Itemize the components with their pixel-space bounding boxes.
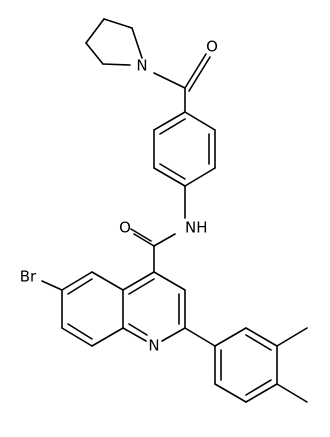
- bond: [128, 323, 148, 336]
- benzene-ring-upper: [153, 111, 216, 219]
- methyl-bond: [276, 383, 308, 403]
- bond: [245, 334, 272, 351]
- methyl-bond: [276, 327, 308, 347]
- quinoline-nitrogen-label: N: [148, 337, 159, 355]
- bond: [85, 42, 104, 65]
- bond: [122, 271, 155, 291]
- pyrrolidine-ring: [85, 18, 143, 66]
- pyrrolidine-nitrogen-label: N: [136, 57, 147, 75]
- dimethylphenyl-ring: [184, 327, 308, 403]
- bond: [153, 233, 176, 247]
- bond: [159, 163, 186, 180]
- bond: [67, 278, 93, 295]
- bond: [102, 63, 131, 66]
- amide-linkage: [130, 228, 176, 273]
- bromine-label: Br: [20, 268, 37, 286]
- bond: [153, 111, 186, 131]
- bond: [153, 271, 186, 291]
- bond: [184, 167, 216, 187]
- bond: [103, 18, 133, 29]
- bond: [67, 323, 93, 340]
- bond: [133, 233, 155, 247]
- bond: [161, 327, 186, 342]
- bond: [159, 118, 186, 135]
- bond: [245, 379, 272, 396]
- bond: [245, 383, 278, 403]
- quinoline-benzo-ring: [41, 271, 124, 347]
- bond: [91, 271, 124, 291]
- bond: [41, 280, 63, 291]
- bond: [91, 327, 124, 347]
- quinoline-pyridine-ring: [122, 271, 186, 342]
- amide-oxygen-label: O: [119, 219, 131, 237]
- ketone-oxygen-label: O: [206, 38, 218, 56]
- bond: [184, 327, 216, 347]
- bond: [131, 27, 143, 59]
- bond: [214, 327, 247, 347]
- bond: [153, 72, 186, 89]
- bond: [61, 327, 93, 347]
- bond: [245, 327, 278, 347]
- bond: [188, 56, 211, 92]
- bond: [184, 111, 216, 131]
- bond: [122, 327, 147, 342]
- amide-nh-label: NH: [185, 219, 208, 237]
- ketone-group: [153, 53, 211, 113]
- bond: [130, 228, 152, 242]
- bond: [61, 271, 93, 291]
- bond: [214, 383, 247, 403]
- bond: [153, 167, 186, 187]
- bond: [85, 18, 105, 44]
- bond: [184, 53, 207, 89]
- bond: [128, 278, 155, 295]
